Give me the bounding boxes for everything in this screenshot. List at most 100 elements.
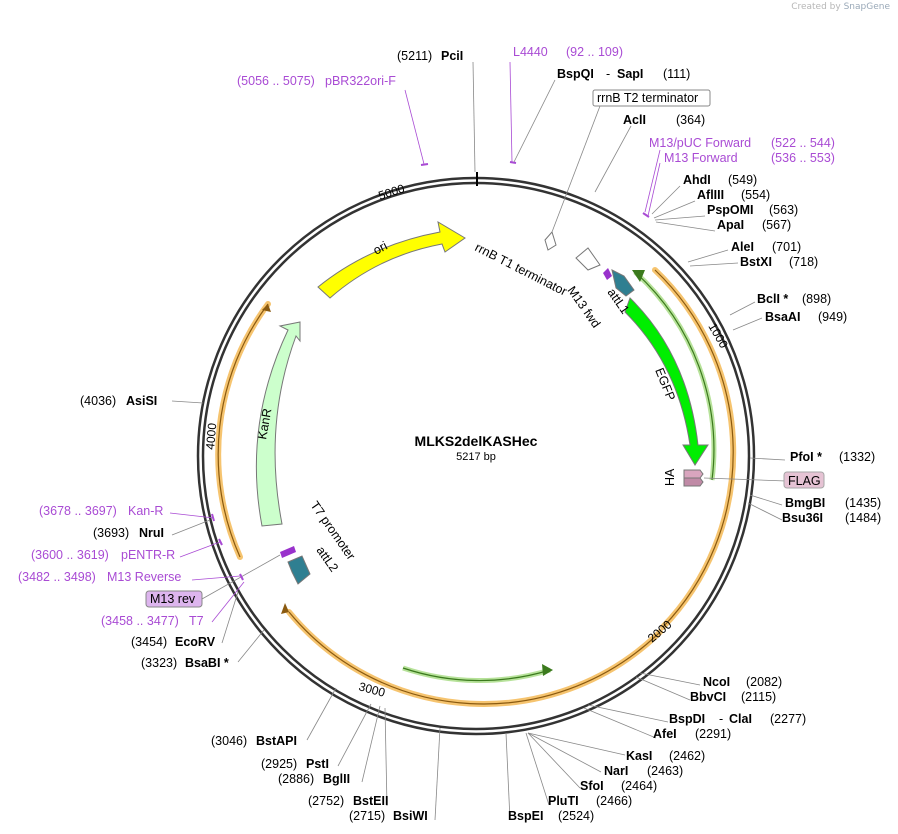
- kanr-feature-arrow[interactable]: [255, 321, 301, 527]
- rrnb-t2-terminator-feature[interactable]: [544, 230, 557, 251]
- enzyme-pos-alei: (701): [772, 240, 801, 254]
- enzyme-aflIII[interactable]: AflIII: [697, 188, 724, 202]
- primer-m13-puc-forward[interactable]: M13/pUC Forward: [649, 136, 751, 150]
- primer-m13-reverse[interactable]: M13 Reverse: [107, 570, 181, 584]
- enzyme-pos-asisi: (4036): [80, 394, 116, 408]
- enzyme-bstapi[interactable]: BstAPI: [256, 734, 297, 748]
- attl1-feature[interactable]: [611, 269, 635, 297]
- enzyme-ecorv[interactable]: EcoRV: [175, 635, 216, 649]
- snapgene-credit: Created by SnapGene: [791, 2, 890, 12]
- enzyme-ahdi[interactable]: AhdI: [683, 173, 711, 187]
- enzyme-pos-bsaai: (949): [818, 310, 847, 324]
- rrnb-t2-label: rrnB T2 terminator: [597, 91, 698, 105]
- enzyme-pos-acli: (364): [676, 113, 705, 127]
- enzyme-pos-psti: (2925): [261, 757, 297, 771]
- primer-range-m13-puc: (522 .. 544): [771, 136, 835, 150]
- enzyme-acli[interactable]: AclI: [623, 113, 646, 127]
- rrnb-t1-terminator-feature[interactable]: [575, 247, 601, 271]
- enzyme-pos-ecorv: (3454): [131, 635, 167, 649]
- enzyme-nrui[interactable]: NruI: [139, 526, 164, 540]
- enzyme-pos-bsteii: (2752): [308, 794, 344, 808]
- leader-lines: [171, 61, 786, 821]
- enzyme-pos-aflIII: (554): [741, 188, 770, 202]
- enzyme-pos-bsabi: (3323): [141, 656, 177, 670]
- plasmid-name: MLKS2delKASHec: [415, 433, 538, 449]
- enzyme-clai[interactable]: ClaI: [729, 712, 752, 726]
- rrnb-t2-label-box: [592, 89, 711, 107]
- enzyme-bspqi[interactable]: BspQI: [557, 67, 594, 81]
- enzyme-pos-bcli: (898): [802, 292, 831, 306]
- primer-range-pentr-r: (3600 .. 3619): [31, 548, 109, 562]
- primer-range-t7: (3458 .. 3477): [101, 614, 179, 628]
- snapgene-logo: SnapGene: [843, 2, 890, 12]
- rrnb-t1-label: rrnB T1 terminator: [473, 240, 570, 298]
- enzyme-pos-pfoi: (1332): [839, 450, 875, 464]
- attl2-feature[interactable]: [287, 555, 311, 585]
- enzyme-afei[interactable]: AfeI: [653, 727, 677, 741]
- enzyme-apai[interactable]: ApaI: [717, 218, 744, 232]
- m13-fwd-feature[interactable]: [603, 268, 612, 280]
- primer-pbr322ori-f[interactable]: pBR322ori-F: [325, 74, 396, 88]
- primer-pentr-r[interactable]: pENTR-R: [121, 548, 175, 562]
- enzyme-pos-bglii: (2886): [278, 772, 314, 786]
- enzyme-bmgbi[interactable]: BmgBI: [785, 496, 825, 510]
- primer-labels: L4440 (92 .. 109) (5056 .. 5075) pBR322o…: [18, 45, 835, 628]
- primer-l4440[interactable]: L4440: [513, 45, 548, 59]
- enzyme-alei[interactable]: AleI: [731, 240, 754, 254]
- enzyme-psti[interactable]: PstI: [306, 757, 329, 771]
- enzyme-bspei[interactable]: BspEI: [508, 809, 543, 823]
- green-orf-arcs: [402, 270, 717, 684]
- enzyme-asisi[interactable]: AsiSI: [126, 394, 157, 408]
- enzyme-pos-bmgbi: (1435): [845, 496, 881, 510]
- ori-label: ori: [371, 239, 390, 258]
- ha-tag-feature[interactable]: [683, 469, 704, 479]
- enzyme-pluti[interactable]: PluTI: [548, 794, 579, 808]
- enzyme-bcli[interactable]: BclI *: [757, 292, 788, 306]
- enzyme-pos-bstapi: (3046): [211, 734, 247, 748]
- enzyme-pos-sapi: (111): [663, 67, 690, 81]
- enzyme-pos-pspomi: (563): [769, 203, 798, 217]
- flag-label-box: [783, 471, 825, 489]
- enzyme-bsteii[interactable]: BstEII: [353, 794, 388, 808]
- enzyme-bsu36i[interactable]: Bsu36I: [782, 511, 823, 525]
- enzyme-bsiwi[interactable]: BsiWI: [393, 809, 428, 823]
- tick-5000: 5000: [377, 181, 407, 203]
- enzyme-kasi[interactable]: KasI: [626, 749, 652, 763]
- svg-text:-: -: [606, 67, 610, 81]
- primer-range-m13-forward: (536 .. 553): [771, 151, 835, 165]
- primer-marks: [211, 161, 650, 581]
- primer-range-l4440: (92 .. 109): [566, 45, 623, 59]
- tick-3000: 3000: [357, 679, 387, 700]
- enzyme-bspdi[interactable]: BspDI: [669, 712, 705, 726]
- enzyme-pfoi[interactable]: PfoI *: [790, 450, 822, 464]
- enzyme-sfoi[interactable]: SfoI: [580, 779, 604, 793]
- enzyme-pos-pcii: (5211): [397, 49, 432, 63]
- enzyme-pos-nari: (2463): [647, 764, 683, 778]
- orf-arcs: [215, 267, 737, 707]
- enzyme-sapi[interactable]: SapI: [617, 67, 643, 81]
- primer-range-kan-r: (3678 .. 3697): [39, 504, 117, 518]
- flag-tag-feature[interactable]: [683, 477, 704, 487]
- svg-text:-: -: [719, 712, 723, 726]
- ori-feature-arrow[interactable]: [317, 220, 466, 299]
- kanr-label: KanR: [255, 407, 274, 440]
- primer-m13-forward[interactable]: M13 Forward: [664, 151, 738, 165]
- primer-t7[interactable]: T7: [189, 614, 204, 628]
- enzyme-bsabi[interactable]: BsaBI *: [185, 656, 229, 670]
- primer-range-m13-reverse: (3482 .. 3498): [18, 570, 96, 584]
- enzyme-bbvci[interactable]: BbvCI: [690, 690, 726, 704]
- enzyme-pos-bsu36i: (1484): [845, 511, 881, 525]
- enzyme-pcii[interactable]: PciI: [441, 49, 463, 63]
- enzyme-bstxi[interactable]: BstXI: [740, 255, 772, 269]
- egfp-feature-arrow[interactable]: [624, 297, 709, 466]
- t7-promoter-feature[interactable]: [280, 546, 296, 558]
- enzyme-pos-nrui: (3693): [93, 526, 129, 540]
- enzyme-bglii[interactable]: BglII: [323, 772, 350, 786]
- enzyme-nari[interactable]: NarI: [604, 764, 628, 778]
- enzyme-pspomi[interactable]: PspOMI: [707, 203, 754, 217]
- plasmid-length: 5217 bp: [456, 451, 496, 463]
- primer-kan-r[interactable]: Kan-R: [128, 504, 163, 518]
- enzyme-pos-sfoi: (2464): [621, 779, 657, 793]
- enzyme-bsaai[interactable]: BsaAI: [765, 310, 800, 324]
- enzyme-ncoi[interactable]: NcoI: [703, 675, 730, 689]
